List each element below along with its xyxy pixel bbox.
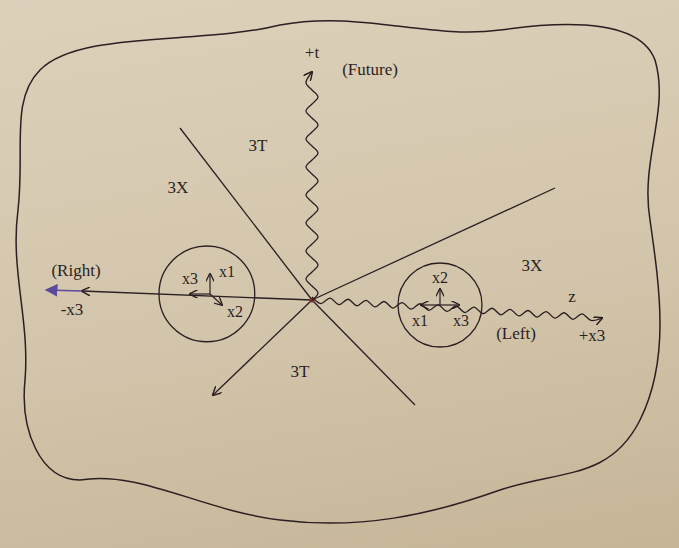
- note-label: (Future): [342, 61, 398, 80]
- axis-label: x2: [227, 303, 243, 321]
- light-cone-line: [312, 188, 555, 300]
- wavy-world-line: [306, 72, 318, 300]
- region-label: 3T: [291, 363, 310, 382]
- region-outline: [16, 21, 660, 523]
- axis-label: -x3: [61, 301, 84, 320]
- circle-outline: [157, 244, 257, 344]
- axis-label: x3: [182, 270, 198, 288]
- axis-label: x2: [432, 269, 448, 287]
- direction-label: (Left): [496, 325, 536, 344]
- region-label: 3X: [168, 179, 189, 198]
- axis-label: x3: [453, 312, 469, 330]
- axis-arrow: [46, 290, 82, 291]
- axis-label: +x3: [579, 327, 606, 346]
- local-axis: [210, 294, 222, 305]
- axis-label: x1: [219, 263, 235, 281]
- axis-label: z: [568, 288, 576, 307]
- axis-label: +t: [305, 44, 319, 63]
- direction-label: (Right): [51, 262, 100, 281]
- region-label: 3X: [522, 257, 543, 276]
- circle-path: [159, 246, 255, 342]
- axis-label: x1: [412, 312, 428, 330]
- circle-path: [398, 263, 482, 347]
- axis-line: [82, 291, 312, 300]
- light-cone-line: [180, 128, 312, 300]
- local-axis: [209, 274, 210, 294]
- frame-circle: x3 x1 x2: [157, 244, 257, 344]
- local-axis: [439, 289, 440, 305]
- light-cone-line: [213, 300, 312, 395]
- frame-circle: x2 x1 x3: [396, 261, 484, 349]
- region-label: 3T: [249, 137, 268, 156]
- local-axis: [190, 293, 210, 294]
